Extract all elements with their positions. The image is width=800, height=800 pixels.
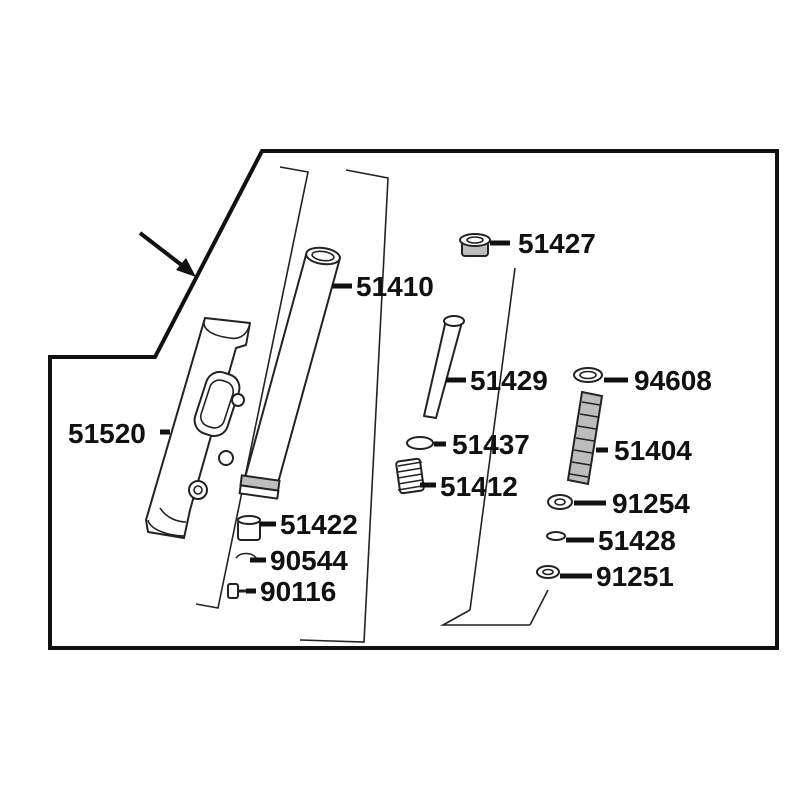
- label-91251: 91251: [596, 561, 674, 592]
- label-91254: 91254: [612, 488, 690, 519]
- label-51422: 51422: [280, 509, 358, 540]
- bushing-51422: [237, 515, 261, 541]
- cap-51427: [459, 233, 491, 257]
- label-90544: 90544: [270, 545, 348, 576]
- label-51404: 51404: [614, 435, 692, 466]
- fork-spring-51404: [566, 390, 604, 486]
- pointer-arrow: [138, 231, 196, 277]
- label-51412: 51412: [440, 471, 518, 502]
- washer-51428: [546, 531, 566, 541]
- label-51437: 51437: [452, 429, 530, 460]
- label-90116: 90116: [260, 576, 336, 607]
- ring-51437: [406, 436, 434, 450]
- washer-90544: [235, 552, 257, 559]
- leader-ticks: [160, 240, 628, 594]
- diagram-frame: [48, 149, 779, 650]
- nut-91251: [536, 565, 560, 579]
- label-94608: 94608: [634, 365, 712, 396]
- damper-rod-51429: [423, 315, 465, 419]
- spring-51412: [395, 457, 425, 495]
- label-51410: 51410: [356, 271, 434, 302]
- label-51429: 51429: [470, 365, 548, 396]
- ring-94608: [573, 367, 603, 383]
- guide-lines: [195, 166, 549, 643]
- fork-tube-51410: [238, 246, 341, 500]
- label-51520: 51520: [68, 418, 146, 449]
- label-51427: 51427: [518, 228, 596, 259]
- fork-slider-51520: [145, 317, 251, 539]
- label-51428: 51428: [598, 525, 676, 556]
- washer-91254: [547, 494, 573, 510]
